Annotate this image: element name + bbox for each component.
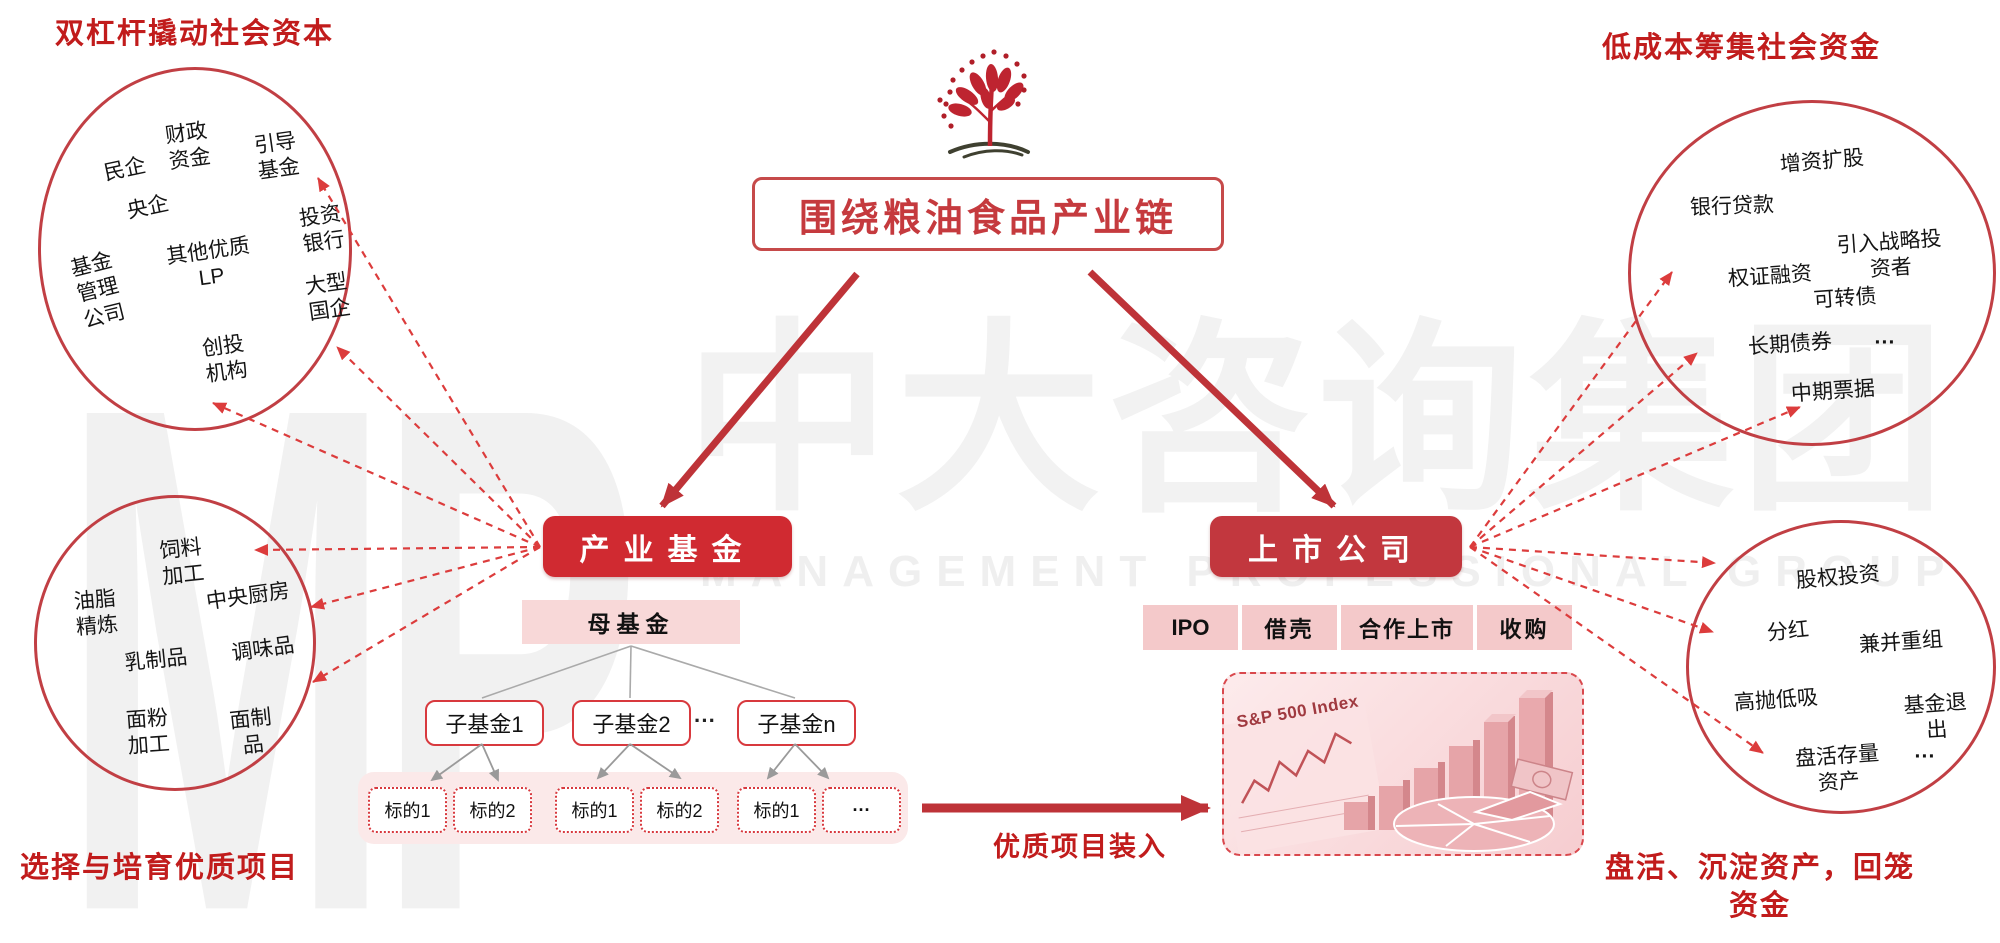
listing-method-ipo: IPO xyxy=(1143,605,1238,650)
bubble-item: 投资 银行 xyxy=(297,202,347,257)
bubble-title-top-left: 双杠杆撬动社会资本 xyxy=(55,18,335,50)
industry-fund-box: 产业基金 xyxy=(543,516,792,577)
listing-method-co-listing: 合作上市 xyxy=(1341,605,1473,650)
bubble-item: 财政 资金 xyxy=(163,119,213,174)
listing-method-backdoor: 借壳 xyxy=(1242,605,1337,650)
bubble-item: 油脂 精炼 xyxy=(72,587,120,640)
bubble-item: 引导 基金 xyxy=(252,129,302,184)
bubble-title-bottom-right: 盘活、沉淀资产，回笼 资金 xyxy=(1604,852,1915,922)
bubble-title-bottom-left: 选择与培育优质项目 xyxy=(20,852,300,884)
bubble-item: 基金退出 xyxy=(1902,690,1968,743)
target-box: 标的2 xyxy=(453,787,532,833)
sub-fund-1-box: 子基金1 xyxy=(425,700,544,746)
listed-company-box: 上市公司 xyxy=(1210,516,1462,577)
bubble-item: 盘活存量 资产 xyxy=(1794,741,1880,796)
bubble-item: 面粉 加工 xyxy=(125,706,171,759)
bubble-item: 可转债 xyxy=(1812,284,1878,313)
target-box: 标的2 xyxy=(640,787,719,833)
bubble-item: 大型 国企 xyxy=(303,270,353,325)
bubble-item: 面制 品 xyxy=(228,705,273,758)
bubble-item: 创投 机构 xyxy=(200,332,250,387)
bubble-item: 引入战略投 资者 xyxy=(1835,227,1943,282)
sub-fund-ellipsis: ··· xyxy=(694,708,716,733)
bubble-item: 饲料 加工 xyxy=(158,535,206,590)
target-box: 标的1 xyxy=(368,787,447,833)
bubble-item-ellipsis: ··· xyxy=(1874,330,1896,354)
listing-method-acquisition: 收购 xyxy=(1477,605,1572,650)
target-box: 标的1 xyxy=(555,787,634,833)
industry-chain-title-box: 围绕粮油食品产业链 xyxy=(752,177,1224,251)
target-box-ellipsis: ··· xyxy=(822,787,901,833)
sub-fund-2-box: 子基金2 xyxy=(572,700,691,746)
bubble-item-ellipsis: ··· xyxy=(1914,744,1936,768)
bubble-item: 分红 xyxy=(1765,617,1811,646)
red-blossom-logo-icon xyxy=(920,40,1050,168)
bubble-item: 银行贷款 xyxy=(1689,193,1775,220)
industry-chain-title: 围绕粮油食品产业链 xyxy=(798,197,1177,240)
stock-market-illustration: S&P 500 Index xyxy=(1222,672,1584,856)
bubble-title-top-right: 低成本筹集社会资金 xyxy=(1602,32,1882,64)
sub-fund-n-box: 子基金n xyxy=(737,700,856,746)
inject-label: 优质项目装入 xyxy=(993,832,1167,862)
target-box: 标的1 xyxy=(737,787,816,833)
mother-fund-box: 母基金 xyxy=(522,600,740,644)
